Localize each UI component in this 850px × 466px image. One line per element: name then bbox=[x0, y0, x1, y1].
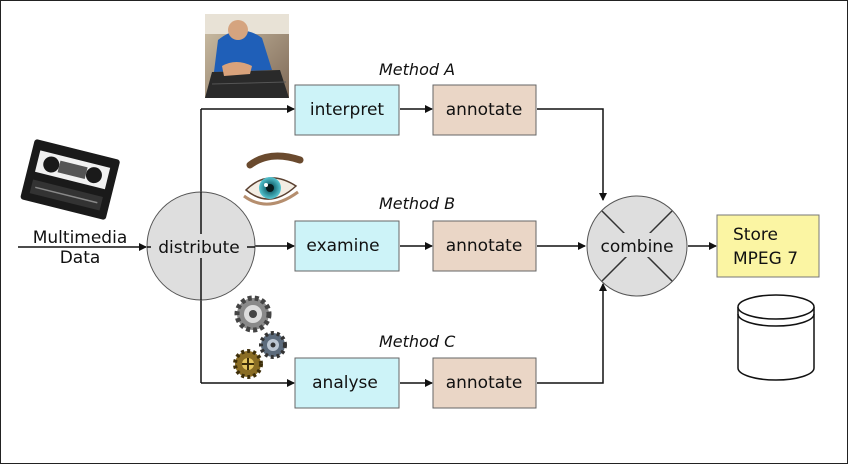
distribute-label: distribute bbox=[158, 238, 239, 258]
store-box: Store MPEG 7 bbox=[716, 214, 820, 278]
connectors bbox=[18, 105, 717, 387]
store-label-line1: Store bbox=[733, 225, 778, 245]
a-to-combine-arrow bbox=[537, 108, 607, 201]
process-box-examine: examine bbox=[294, 220, 400, 272]
method-b-title: Method B bbox=[379, 194, 455, 213]
gears-icon bbox=[233, 295, 287, 379]
combine-node: combine bbox=[586, 195, 688, 297]
method-a-title: Method A bbox=[379, 60, 455, 79]
video-cassette-icon bbox=[20, 139, 120, 220]
annotate-label-a: annotate bbox=[446, 100, 523, 120]
multimedia-source: Multimedia Data bbox=[20, 139, 127, 268]
annotate-label-c: annotate bbox=[446, 373, 523, 393]
annotate-box-b: annotate bbox=[432, 220, 537, 272]
method-c-title: Method C bbox=[379, 332, 456, 351]
store-label-line2: MPEG 7 bbox=[733, 249, 798, 269]
source-label-line1: Multimedia bbox=[33, 228, 128, 248]
annotate-box-c: annotate bbox=[432, 357, 537, 409]
annotate-box-a: annotate bbox=[432, 84, 537, 136]
annotate-label-b: annotate bbox=[446, 236, 523, 256]
process-label-analyse: analyse bbox=[312, 373, 378, 393]
database-cylinder-icon bbox=[737, 294, 815, 381]
source-label-line2: Data bbox=[60, 248, 101, 268]
combine-label: combine bbox=[600, 237, 673, 257]
c-to-combine-arrow bbox=[537, 283, 607, 384]
person-typing-icon bbox=[205, 14, 289, 98]
process-box-analyse: analyse bbox=[294, 357, 400, 409]
distribute-node: distribute bbox=[146, 191, 256, 301]
eye-icon bbox=[243, 152, 304, 206]
process-label-examine: examine bbox=[306, 236, 379, 256]
process-box-interpret: interpret bbox=[294, 84, 400, 136]
process-label-interpret: interpret bbox=[310, 100, 384, 120]
